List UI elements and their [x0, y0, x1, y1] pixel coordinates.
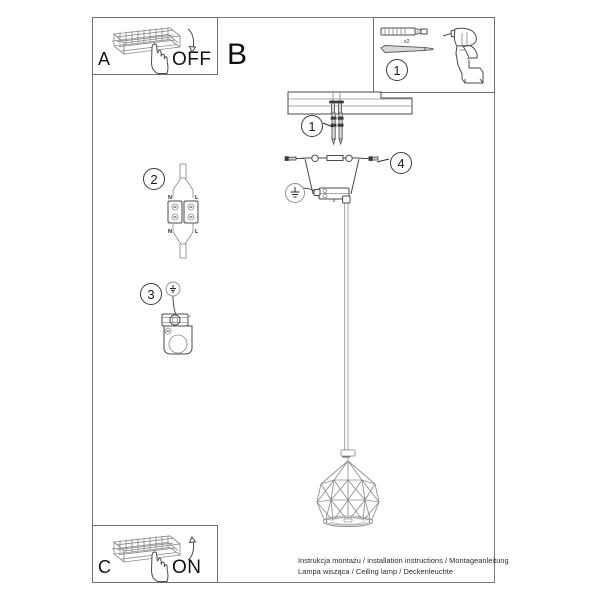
svg-text:2: 2: [150, 172, 157, 187]
terminal-top-l-label: L: [195, 195, 199, 201]
power-drill-icon: [442, 27, 484, 84]
svg-text:3: 3: [147, 287, 154, 302]
callout-4-bracket-screws: 4: [376, 152, 421, 182]
page-frame: [92, 17, 495, 583]
ceiling-screw-top-right: [336, 100, 344, 115]
mounting-bracket-assembly: [283, 150, 403, 202]
suspension-cord: [340, 195, 354, 458]
terminal-bottom-n-label: N: [168, 229, 172, 235]
svg-text:4: 4: [397, 156, 404, 171]
cage-bottom-ring: [322, 515, 374, 528]
lamp-holder-collar: [161, 313, 191, 327]
terminal-bottom-l-label: L: [195, 229, 199, 235]
callout-3: 3: [140, 283, 162, 305]
callout-1-parts: 1: [386, 59, 408, 81]
svg-text:1: 1: [393, 63, 400, 78]
callout-1-ceiling: 1: [300, 112, 350, 140]
step-2-terminal-block: 2 N L N L: [143, 163, 215, 259]
bracket-terminal-block: [313, 187, 350, 202]
lamp-holder-body: [163, 325, 193, 355]
footer-line-1: Instrukcja montażu / installation instru…: [298, 556, 509, 565]
callout-2: 2: [143, 168, 165, 190]
bracket-screw-left: [284, 156, 304, 161]
panel-c-letter: C: [98, 557, 111, 577]
parts-and-drill-icon: x2 1: [377, 22, 493, 90]
panel-a-letter: A: [98, 49, 111, 69]
step-3-lamp-holder: 3: [140, 280, 218, 358]
screw-icon: [380, 45, 434, 53]
panel-b-letter: B: [227, 38, 248, 71]
panel-c-word-on: ON: [172, 557, 202, 578]
fuse-box-off-icon: [108, 24, 213, 74]
ceiling-plate-assembly: [285, 90, 415, 130]
terminal-block-body: [167, 200, 199, 224]
earth-ground-symbol-holder: [165, 281, 181, 297]
bracket-screw-right: [361, 156, 379, 161]
ceiling-screws-shafts: [330, 112, 350, 147]
wall-plug-icon: [380, 27, 428, 36]
earth-ground-symbol-bracket: [282, 180, 308, 206]
terminal-top-n-label: N: [168, 195, 172, 201]
footer-line-2: Lampa wisząca / Ceiling lamp / Deckenleu…: [298, 567, 454, 576]
parts-count-label: x2: [404, 39, 410, 45]
panel-a-word-off: OFF: [172, 49, 212, 70]
fuse-box-on-icon: [108, 532, 213, 582]
geometric-cage-lampshade: [303, 449, 393, 535]
svg-text:1: 1: [308, 119, 315, 134]
